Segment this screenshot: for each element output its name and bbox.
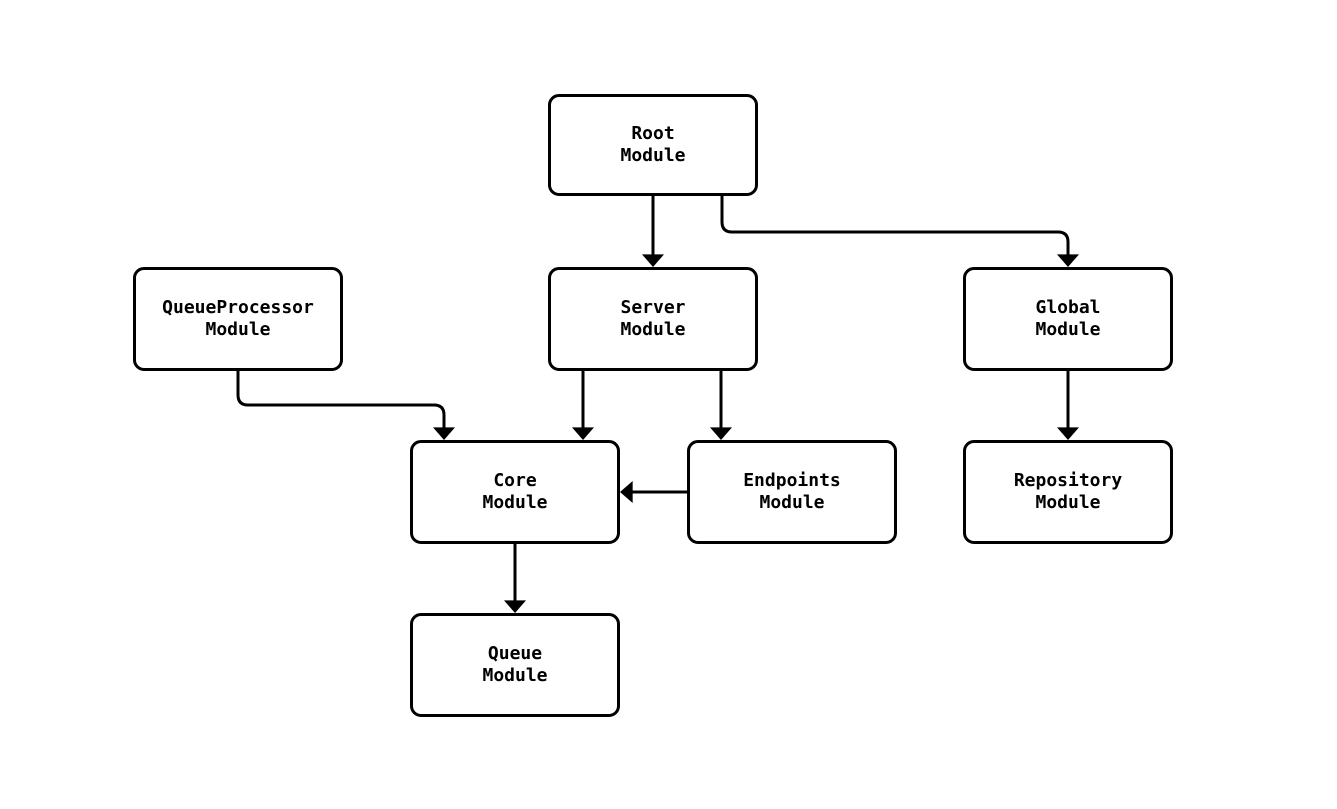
edge-root-to-global — [720, 196, 1079, 267]
node-label-secondary: Module — [620, 319, 686, 340]
edge-line — [720, 196, 1070, 255]
arrowhead-icon — [620, 481, 633, 503]
node-label-primary: QueueProcessor — [162, 297, 314, 318]
arrowhead-icon — [433, 427, 455, 440]
edge-queueprocessor-to-core — [236, 371, 455, 440]
edge-endpoints-to-core — [620, 481, 687, 503]
edge-global-to-repository — [1057, 371, 1079, 440]
arrowhead-icon — [642, 254, 664, 267]
arrowhead-icon — [504, 600, 526, 613]
node-label-secondary: Module — [205, 319, 271, 340]
node-label-secondary: Module — [759, 492, 825, 513]
node-label-primary: Server — [620, 297, 686, 318]
node-label-secondary: Module — [1035, 492, 1101, 513]
edge-core-to-queue — [504, 544, 526, 613]
node-label-primary: Endpoints — [743, 470, 841, 491]
edge-root-to-server — [642, 196, 664, 267]
arrowhead-icon — [1057, 427, 1079, 440]
node-label-secondary: Module — [1035, 319, 1101, 340]
node-label-primary: Root — [631, 123, 675, 144]
node-label-secondary: Module — [482, 492, 548, 513]
node-label-primary: Core — [493, 470, 537, 491]
arrowhead-icon — [1057, 254, 1079, 267]
arrowhead-icon — [710, 427, 732, 440]
edge-server-to-core — [572, 371, 594, 440]
node-label-primary: Queue — [487, 643, 543, 664]
edge-line — [236, 371, 446, 428]
edge-server-to-endpoints — [710, 371, 732, 440]
arrowhead-icon — [572, 427, 594, 440]
node-label-secondary: Module — [620, 145, 686, 166]
node-label-secondary: Module — [482, 665, 548, 686]
node-label-primary: Repository — [1013, 470, 1123, 491]
node-label-primary: Global — [1035, 297, 1101, 318]
